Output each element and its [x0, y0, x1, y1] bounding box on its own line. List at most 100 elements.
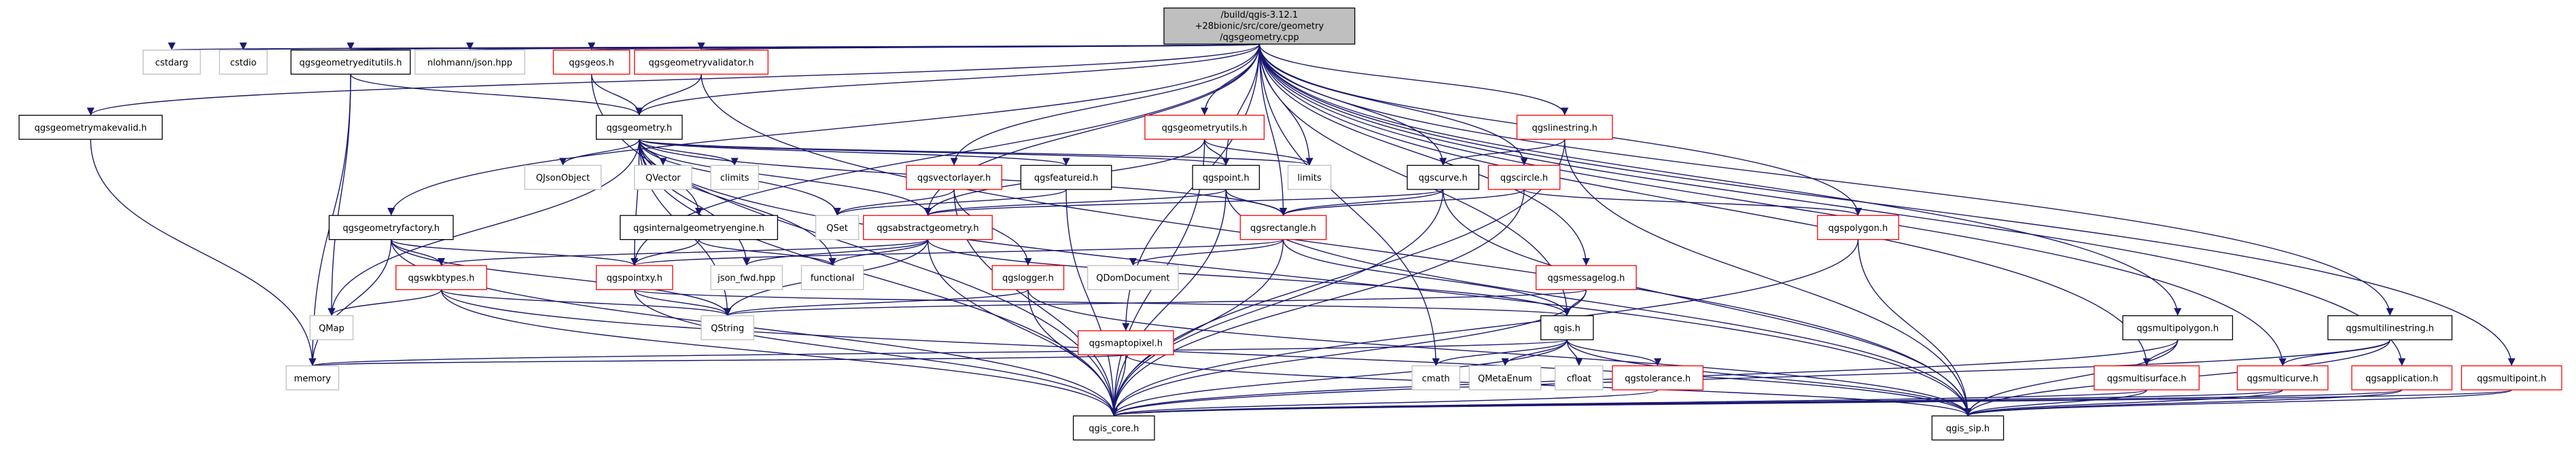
- node-qgsgeometryeditutils_h[interactable]: qgsgeometryeditutils.h: [290, 50, 411, 75]
- node-qgspoint_h[interactable]: qgspoint.h: [1192, 164, 1260, 190]
- node-qgscircle_h[interactable]: qgscircle.h: [1487, 164, 1561, 190]
- edge-qgswkbtypes_h-to-qgis_core_h: [440, 289, 1118, 416]
- edge-root-to-qgsgeometrymakevalid_h: [87, 43, 1260, 116]
- node-qgsmultilinestring_h[interactable]: qgsmultilinestring.h: [2327, 315, 2453, 340]
- node-qmap: QMap: [309, 315, 354, 340]
- edge-qgsmultilinestring_h-to-qgis_core_h: [1110, 339, 2390, 416]
- node-box: [2460, 365, 2562, 391]
- node-box: [701, 315, 754, 340]
- node-box: [595, 265, 673, 291]
- node-qgscurve_h[interactable]: qgscurve.h: [1407, 164, 1479, 190]
- node-label: cstdarg: [155, 58, 188, 68]
- node-label: qgsvectorlayer.h: [917, 173, 991, 183]
- node-cfloat: cfloat: [1554, 365, 1604, 391]
- node-qgsmaptopixel_h[interactable]: qgsmaptopixel.h: [1077, 330, 1174, 355]
- node-label: qgsmultisurface.h: [2107, 374, 2187, 384]
- node-box: [1407, 164, 1479, 190]
- node-box: [991, 265, 1065, 291]
- node-root[interactable]: /build/qgis-3.12.1+28bionic/src/core/geo…: [1163, 7, 1356, 45]
- node-label: /build/qgis-3.12.1: [1221, 10, 1299, 20]
- edge-qgsmultisurface_h-to-qgis_sip_h: [1964, 389, 2147, 416]
- node-qgsgeometryutils_h[interactable]: qgsgeometryutils.h: [1144, 115, 1265, 140]
- node-label: qgsgeometry.h: [606, 123, 672, 133]
- node-qgsrectangle_h[interactable]: qgsrectangle.h: [1239, 215, 1327, 240]
- node-qgsfeatureid_h[interactable]: qgsfeatureid.h: [1020, 164, 1112, 190]
- node-box: [2351, 365, 2453, 391]
- node-label: qgsgeometryvalidator.h: [649, 58, 754, 68]
- node-qgsmultipolygon_h[interactable]: qgsmultipolygon.h: [2122, 315, 2234, 340]
- node-qgsmulticurve_h[interactable]: qgsmulticurve.h: [2236, 365, 2329, 391]
- node-label: qgsinternalgeometryengine.h: [633, 223, 764, 234]
- edge-root-to-qgsvectorlayer_h: [950, 43, 1260, 166]
- node-qgsgeometryvalidator_h[interactable]: qgsgeometryvalidator.h: [634, 50, 769, 75]
- node-qgswkbtypes_h[interactable]: qgswkbtypes.h: [395, 265, 487, 291]
- edge-qgslinestring_h-to-qgis_sip_h: [1564, 139, 1972, 416]
- node-qgis_sip_h[interactable]: qgis_sip.h: [1931, 415, 2005, 441]
- node-label: qgsgeometrymakevalid.h: [35, 123, 147, 133]
- edge-qgsfeatureid_h-to-qset: [833, 189, 1067, 216]
- edge-qgsgeometryeditutils_h-to-qmap: [328, 74, 351, 316]
- node-qgsmessagelog_h[interactable]: qgsmessagelog.h: [1535, 265, 1637, 291]
- node-box: [18, 115, 163, 140]
- node-qgslinestring_h[interactable]: qgslinestring.h: [1516, 115, 1613, 140]
- node-qgsmultisurface_h[interactable]: qgsmultisurface.h: [2094, 365, 2200, 391]
- node-label: qgsabstractgeometry.h: [877, 223, 978, 234]
- node-box: [142, 50, 201, 75]
- edge-qgsmulticurve_h-to-qgis_sip_h: [1964, 389, 2283, 416]
- edge-qgsgeometry_h-to-qgsabstractgeometry_h: [639, 139, 932, 216]
- node-qgslogger_h[interactable]: qgslogger.h: [991, 265, 1065, 291]
- node-qgsgeometry_h[interactable]: qgsgeometry.h: [595, 115, 683, 140]
- node-box: [634, 164, 692, 190]
- node-qgsinternalgeometryengine_h[interactable]: qgsinternalgeometryengine.h: [619, 215, 778, 240]
- edge-qgsrectangle_h-to-qdomdocument: [1129, 239, 1284, 266]
- edge-qgsmaptopixel_h-to-qgis_core_h: [1110, 355, 1127, 416]
- node-qgstolerance_h[interactable]: qgstolerance.h: [1612, 365, 1704, 391]
- node-box: [1077, 330, 1174, 355]
- node-cmath: cmath: [1411, 365, 1460, 391]
- edge-qgsgeometryutils_h-to-limits: [1203, 139, 1313, 166]
- edge-qgscurve_h-to-qgis_core_h: [1110, 189, 1444, 416]
- node-qgspointxy_h[interactable]: qgspointxy.h: [595, 265, 673, 291]
- node-qgsmultipoint_h[interactable]: qgsmultipoint.h: [2460, 365, 2562, 391]
- node-box: [2122, 315, 2234, 340]
- node-label: qgsmessagelog.h: [1547, 274, 1625, 284]
- node-label: qgslinestring.h: [1532, 123, 1597, 133]
- node-box: [1487, 164, 1561, 190]
- node-label: QMap: [319, 324, 345, 334]
- edge-qgsgeometry_h-to-limits: [639, 139, 1313, 166]
- edge-qgsabstractgeometry_h-to-functional: [828, 239, 929, 266]
- edge-root-to-qgscircle_h: [1258, 43, 1528, 166]
- node-box: [1287, 164, 1332, 190]
- node-label: cstdio: [230, 58, 257, 68]
- node-box: [290, 50, 411, 75]
- edge-qgsgeometrymakevalid_h-to-memory: [90, 139, 317, 366]
- node-label: qgstolerance.h: [1625, 374, 1691, 384]
- node-qgspolygon_h[interactable]: qgspolygon.h: [1817, 215, 1899, 240]
- node-qgsvectorlayer_h[interactable]: qgsvectorlayer.h: [906, 164, 1002, 190]
- node-qgsgeos_h[interactable]: qgsgeos.h: [552, 50, 631, 75]
- node-climits: climits: [710, 164, 759, 190]
- edge-qgsinternalgeometryengine_h-to-functional: [698, 239, 836, 266]
- edge-qgsmultipoint_h-to-qgis_sip_h: [1964, 389, 2512, 416]
- node-qgsgeometryfactory_h[interactable]: qgsgeometryfactory.h: [328, 215, 454, 240]
- node-box: [1931, 415, 2005, 441]
- node-label: qgspoint.h: [1203, 173, 1250, 183]
- node-label: QVector: [646, 173, 681, 183]
- node-qgis_core_h[interactable]: qgis_core.h: [1072, 415, 1155, 441]
- edge-qgsabstractgeometry_h-to-qgswkbtypes_h: [438, 239, 929, 266]
- node-qgsgeometrymakevalid_h[interactable]: qgsgeometrymakevalid.h: [18, 115, 163, 140]
- node-box: [1072, 415, 1155, 441]
- node-box: [595, 115, 683, 140]
- node-qgsapplication_h[interactable]: qgsapplication.h: [2351, 365, 2453, 391]
- edge-qgsgeometryeditutils_h-to-qgsgeometry_h: [350, 73, 643, 115]
- node-label: QSet: [826, 223, 848, 234]
- edge-qgslinestring_h-to-qgscurve_h: [1439, 139, 1566, 166]
- edge-qgspointxy_h-to-qgis_h: [634, 289, 1570, 317]
- edge-qgsgeometry_h-to-json_fwd: [639, 139, 751, 266]
- node-qgsabstractgeometry_h[interactable]: qgsabstractgeometry.h: [863, 215, 993, 240]
- edge-qgsabstractgeometry_h-to-qgis_h: [927, 239, 1571, 316]
- node-functional: functional: [800, 265, 864, 291]
- node-qgis_h[interactable]: qgis.h: [1540, 315, 1594, 340]
- node-label: qgsgeometryutils.h: [1162, 123, 1248, 133]
